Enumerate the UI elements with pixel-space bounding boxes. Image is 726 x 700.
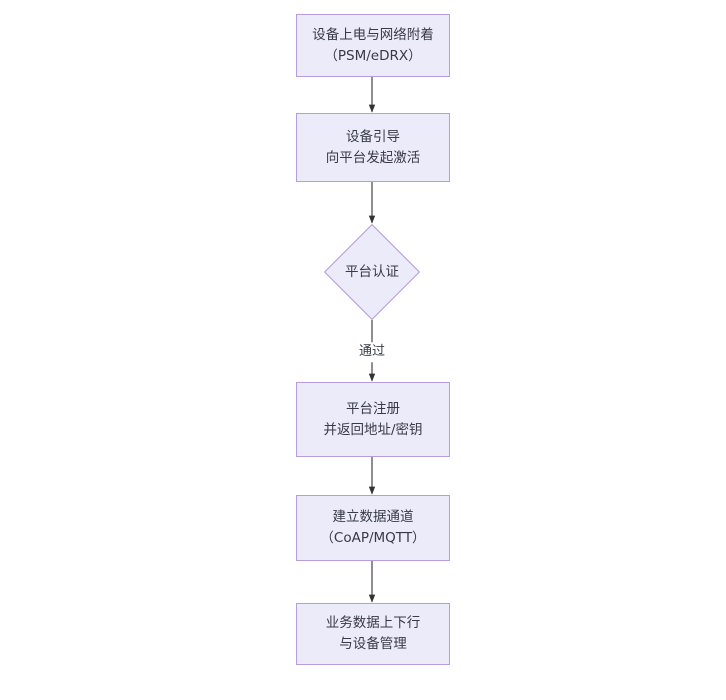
node-power-on-line-1: 设备上电与网络附着: [312, 26, 434, 43]
node-business-data[interactable]: 业务数据上下行 与设备管理: [296, 603, 450, 665]
node-data-channel-line-2: （CoAP/MQTT）: [320, 530, 426, 546]
node-bootstrap-line-2: 向平台发起激活: [325, 149, 421, 166]
node-platform-register-line-1: 平台注册: [346, 400, 400, 417]
node-platform-auth-label-wrap: 平台认证: [324, 224, 420, 320]
node-bootstrap-line-1: 设备引导: [346, 128, 400, 145]
edge-label-pass: 通过: [355, 342, 389, 362]
node-platform-register-line-2: 并返回地址/密钥: [323, 421, 423, 438]
node-power-on[interactable]: 设备上电与网络附着 （PSM/eDRX）: [296, 14, 450, 77]
node-data-channel-line-1: 建立数据通道: [332, 509, 414, 526]
diamond-shape: [324, 224, 420, 320]
node-platform-auth[interactable]: 平台认证: [324, 224, 420, 320]
node-platform-auth-line-1: 平台认证: [345, 263, 399, 280]
node-business-data-line-1: 业务数据上下行: [325, 615, 421, 632]
node-power-on-line-2: （PSM/eDRX）: [324, 47, 422, 64]
node-platform-register[interactable]: 平台注册 并返回地址/密钥: [296, 382, 450, 457]
node-bootstrap[interactable]: 设备引导 向平台发起激活: [296, 113, 450, 182]
node-business-data-line-2: 与设备管理: [339, 636, 407, 652]
node-data-channel[interactable]: 建立数据通道 （CoAP/MQTT）: [296, 495, 450, 561]
